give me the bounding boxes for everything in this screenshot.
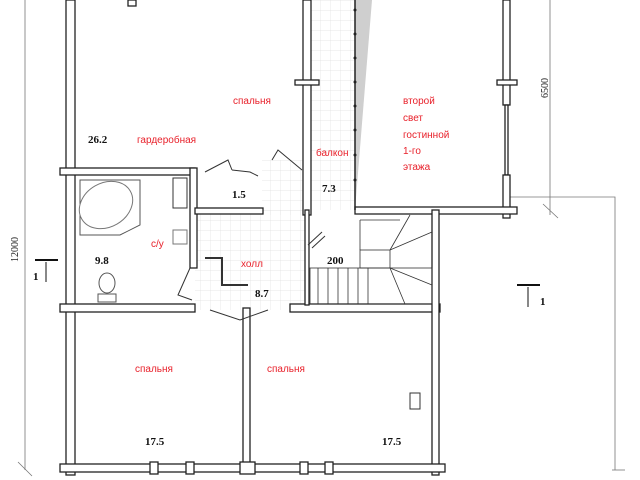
bedroom-right-area: 17.5 bbox=[382, 436, 402, 448]
bedroom-left-area: 17.5 bbox=[145, 436, 165, 448]
svg-text:гостинной: гостинной bbox=[403, 130, 449, 141]
dimension-stair: 200 bbox=[327, 255, 344, 267]
balcony-label: балкон bbox=[316, 147, 348, 159]
sink bbox=[172, 229, 188, 245]
svg-text:второй: второй bbox=[403, 96, 435, 107]
doors bbox=[177, 149, 326, 321]
balcony-area: 7.3 bbox=[322, 183, 336, 195]
hall-label: холл bbox=[241, 259, 263, 270]
toilet bbox=[97, 272, 117, 303]
bathroom-label: с/у bbox=[151, 239, 164, 250]
hall-floor bbox=[195, 210, 305, 310]
dimension-overall: 12000 bbox=[10, 237, 21, 262]
hall-area: 8.7 bbox=[255, 288, 269, 300]
dimension-right: 6500 bbox=[540, 78, 551, 98]
bathroom-area: 9.8 bbox=[95, 255, 109, 267]
svg-text:этажа: этажа bbox=[403, 162, 431, 173]
wardrobe-area: 1.5 bbox=[232, 189, 246, 201]
dimension-lines bbox=[17, 0, 625, 477]
bedroom-right-label: спальня bbox=[267, 364, 305, 375]
second-light-label: второй свет гостинной 1-го этажа bbox=[403, 96, 449, 173]
bedroom-left-label: спальня bbox=[135, 364, 173, 375]
balcony-railing-shade bbox=[355, 0, 372, 210]
bathtub bbox=[78, 179, 141, 236]
balcony-railing bbox=[353, 0, 357, 210]
svg-text:1: 1 bbox=[33, 271, 39, 283]
wardrobe-label: гардеробная bbox=[137, 134, 196, 146]
hall-floor-upper bbox=[262, 160, 307, 215]
svg-text:свет: свет bbox=[403, 113, 423, 124]
window-marks bbox=[127, 0, 518, 475]
svg-text:1: 1 bbox=[540, 296, 546, 308]
section-mark-right: 1 bbox=[517, 284, 546, 308]
staircase bbox=[309, 214, 433, 305]
stove bbox=[409, 392, 421, 410]
balcony-floor bbox=[311, 0, 355, 210]
section-mark-left: 1 bbox=[33, 259, 58, 283]
bedroom-top-label: спальня bbox=[233, 96, 271, 107]
bathroom-cabinet bbox=[172, 177, 188, 209]
svg-text:1-го: 1-го bbox=[403, 146, 421, 157]
bedroom-top-area: 26.2 bbox=[88, 134, 108, 146]
